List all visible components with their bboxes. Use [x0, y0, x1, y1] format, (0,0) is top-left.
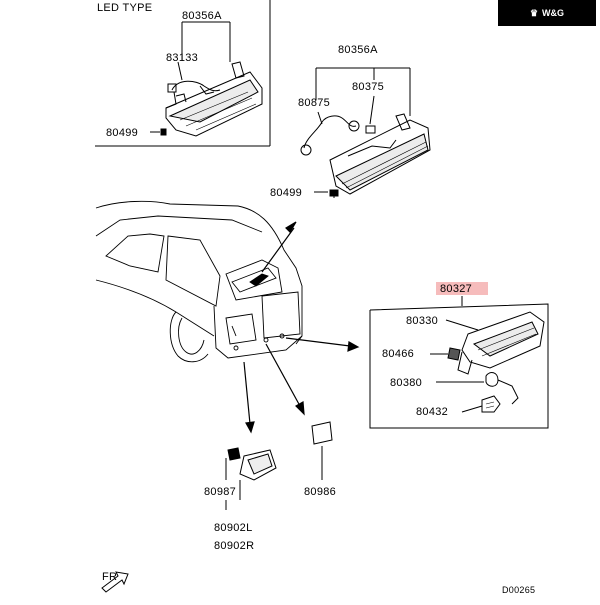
orientation-label: FR: [102, 571, 118, 583]
led-type-title: LED TYPE: [97, 2, 153, 14]
part-80380[interactable]: 80380: [390, 377, 423, 389]
part-80986[interactable]: 80986: [304, 486, 337, 498]
brand-name: W&G: [542, 8, 565, 18]
brand-badge: ♛ W&G: [498, 0, 596, 26]
part-80499-right[interactable]: 80499: [270, 187, 303, 199]
part-80375[interactable]: 80375: [352, 81, 385, 93]
part-highlight: [436, 282, 488, 295]
part-80987[interactable]: 80987: [204, 486, 237, 498]
right-panel-leaders: [314, 67, 411, 193]
part-80330[interactable]: 80330: [406, 315, 439, 327]
part-80327[interactable]: 80327: [440, 283, 473, 295]
high-mount-stop-lamp-led: [165, 61, 263, 137]
front-direction-arrow: [101, 571, 129, 593]
left-panel-leaders: [150, 21, 231, 136]
rear-reflector: [225, 447, 277, 510]
part-80499-left[interactable]: 80499: [106, 127, 139, 139]
part-80356A-right[interactable]: 80356A: [338, 44, 378, 56]
high-mount-stop-lamp-bulb: [300, 113, 431, 198]
part-80466[interactable]: 80466: [382, 348, 415, 360]
part-83133[interactable]: 83133: [166, 52, 199, 64]
led-type-panel-border: [95, 0, 271, 147]
rear-fog-lamp-leaders: [430, 319, 484, 413]
pointer-arrows: [243, 221, 360, 434]
diagram-code: D00265: [502, 585, 536, 595]
rear-fog-lamp-panel: [369, 296, 549, 429]
vehicle-outline: [95, 200, 303, 363]
gasket-pad: [311, 421, 333, 480]
part-80432[interactable]: 80432: [416, 406, 449, 418]
part-80875[interactable]: 80875: [298, 97, 331, 109]
part-80902R[interactable]: 80902R: [214, 540, 255, 552]
part-80902L[interactable]: 80902L: [214, 522, 253, 534]
crown-logo-icon: ♛: [529, 7, 539, 18]
rear-fog-lamp: [447, 311, 545, 413]
part-80356A-left[interactable]: 80356A: [182, 10, 222, 22]
